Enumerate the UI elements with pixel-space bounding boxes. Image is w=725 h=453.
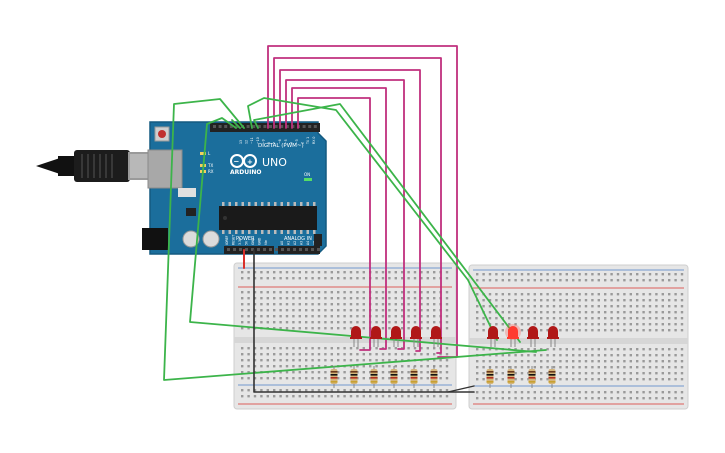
resistor[interactable] [350,366,358,388]
chip-pins [222,202,316,234]
wire-pin-to-led[interactable] [273,57,442,354]
svg-text:+: + [247,158,253,166]
digital-pin-holes [213,125,317,128]
pin-label: 5V [245,240,249,245]
pin-label: A1 [287,241,291,245]
pin-label: ~5 [284,139,288,144]
led[interactable] [505,324,521,347]
pin-label: GND [251,237,255,245]
model-label: UNO [262,156,287,169]
pin-label: ~6 [278,139,282,144]
analog-header-label: ANALOG IN [284,236,312,242]
led[interactable] [527,326,539,347]
pin-label: A2 [293,241,297,245]
svg-text:−: − [234,158,240,166]
resistor[interactable] [430,366,438,388]
atmega-chip [219,206,317,230]
pin-label: 7 [273,142,277,144]
led[interactable] [370,326,382,347]
pin-label: ~11 [250,137,254,144]
pin-label: A4 [306,241,310,245]
leds [350,324,559,347]
capacitor [182,230,200,248]
led[interactable] [350,326,362,347]
pin-label: IOREF [225,235,229,245]
arduino-logo: − + [230,154,257,168]
resistor[interactable] [528,366,536,388]
on-label: ON [304,172,310,177]
l-label: L [208,151,211,156]
pin-label: Vin [264,240,268,245]
led[interactable] [487,326,499,347]
wires [163,45,547,393]
pin-label: A3 [300,241,304,245]
capacitor [202,230,220,248]
led[interactable] [410,326,422,347]
wire-pin-to-led[interactable] [297,97,371,351]
pin-label: RX 0 [312,137,316,144]
crystal [186,208,196,216]
on-led [304,178,312,181]
icsp-header [314,234,322,246]
pin-label: 12 [245,140,249,144]
pin-label: 13 [239,140,243,144]
wire-green[interactable] [253,103,521,343]
power-header-label: POWER [236,236,255,242]
pin-label: ~9 [261,139,265,144]
wire-pin-to-led[interactable] [279,69,421,352]
led[interactable] [430,326,442,347]
resistor[interactable] [486,366,494,388]
pin-label: A0 [280,241,284,245]
resistor[interactable] [390,366,398,388]
wire-pin-to-led[interactable] [285,79,405,350]
pin-label: 8 [267,142,271,144]
pin-label: 4 [289,142,293,144]
pin-label: TX 1 [306,137,310,145]
wire-green[interactable] [189,117,537,353]
resistor[interactable] [370,366,378,388]
wire-green[interactable] [247,97,498,341]
pin-label: ~3 [295,139,299,144]
pin-label: RESET [232,235,236,245]
breadboard-1-holes [241,271,449,398]
tx-label: TX [207,163,213,168]
pin-label: 3.3V [238,237,242,245]
voltage-regulator [178,188,196,197]
wire-gnd[interactable] [253,249,475,393]
resistor[interactable] [507,366,515,388]
rx-label: RX [208,169,214,174]
l-led [200,152,206,155]
power-pin-holes [227,248,320,251]
resistor[interactable] [548,366,556,388]
power-header [224,246,274,254]
led[interactable] [390,326,402,347]
digital-header-label: DIGITAL (PWM~) [258,143,304,149]
usb-jack [147,149,183,189]
brand-label: ARDUINO [230,169,261,176]
resistors [330,366,556,388]
resistor[interactable] [410,366,418,388]
wire-pin-to-led[interactable] [291,87,387,350]
reset-button-cap[interactable] [158,130,166,138]
pin-label: ~10 [256,137,260,144]
breadboard-2-holes [476,273,684,400]
breadboard-2[interactable] [468,264,689,410]
pin-label: GND [258,237,262,245]
pin-label: 2 [301,142,305,144]
wire-green[interactable] [163,98,547,381]
power-jack [142,228,168,250]
led[interactable] [547,326,559,347]
resistor[interactable] [330,366,338,388]
